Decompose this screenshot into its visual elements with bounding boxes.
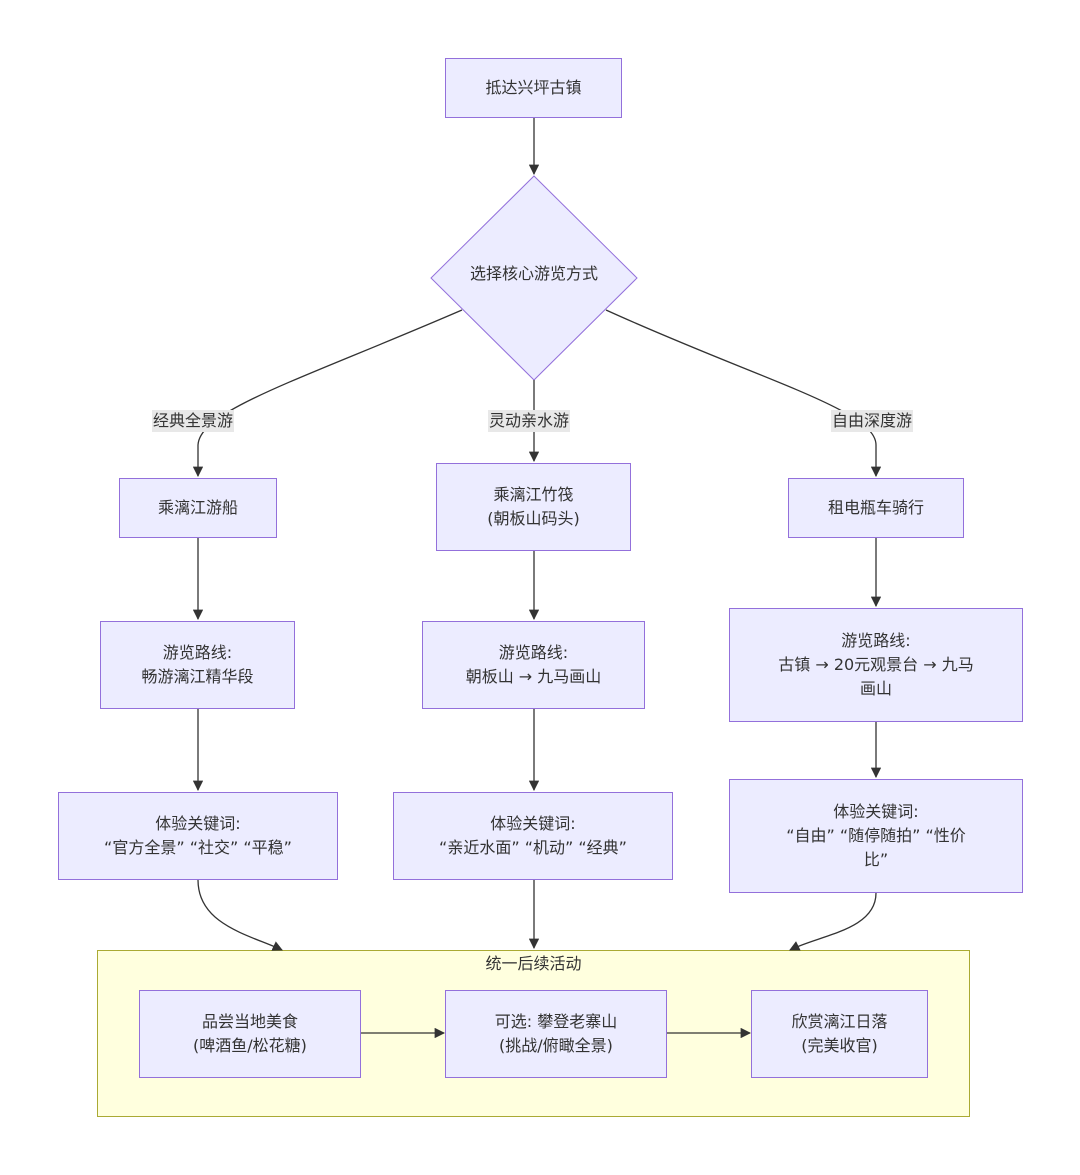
- node-text-line: 体验关键词:: [155, 814, 241, 833]
- node-e-bike: 租电瓶车骑行: [788, 478, 964, 538]
- node-text-line: “官方全景” “社交” “平稳”: [104, 838, 292, 857]
- node-cruise-keywords: 体验关键词: “官方全景” “社交” “平稳”: [58, 792, 338, 880]
- node-text-line: 畅游漓江精华段: [141, 667, 254, 686]
- node-text-line: 乘漓江游船: [157, 498, 238, 517]
- start-node: 抵达兴坪古镇: [445, 58, 622, 118]
- node-text-line: 可选: 攀登老寨山: [494, 1012, 618, 1031]
- node-text-line: 游览路线:: [162, 643, 233, 662]
- start-node-label: 抵达兴坪古镇: [485, 78, 582, 97]
- edge-label-water: 灵动亲水游: [488, 410, 571, 432]
- node-text-line: 朝板山 → 九马画山: [465, 667, 602, 686]
- edge-label-free: 自由深度游: [831, 410, 914, 432]
- node-text-line: 乘漓江竹筏: [493, 485, 574, 504]
- node-text-line: (啤酒鱼/松花糖): [193, 1036, 307, 1055]
- edge-left-3-cluster: [197, 879, 283, 951]
- node-laozhai-hill: 可选: 攀登老寨山 (挑战/俯瞰全景): [445, 990, 667, 1078]
- node-text-line: “自由” “随停随拍” “性价: [786, 826, 966, 845]
- node-sunset: 欣赏漓江日落 (完美收官): [751, 990, 928, 1078]
- cluster-title: 统一后续活动: [485, 954, 582, 973]
- decision-label: 选择核心游览方式: [469, 264, 598, 283]
- node-text-line: (完美收官): [801, 1036, 878, 1055]
- node-local-food: 品尝当地美食 (啤酒鱼/松花糖): [139, 990, 361, 1078]
- node-text-line: 租电瓶车骑行: [827, 498, 924, 517]
- edge-right-3-cluster: [789, 892, 877, 951]
- node-text-line: 游览路线:: [498, 643, 569, 662]
- edge-decision-right: [605, 309, 882, 478]
- edge-label-classic: 经典全景游: [152, 410, 235, 432]
- node-text-line: 欣赏漓江日落: [791, 1012, 888, 1031]
- node-text-line: 古镇 → 20元观景台 → 九马: [778, 655, 974, 674]
- node-text-line: 比”: [863, 850, 889, 869]
- node-text-line: 游览路线:: [841, 631, 911, 650]
- node-bamboo-raft: 乘漓江竹筏 (朝板山码头): [436, 463, 631, 551]
- node-text-line: 体验关键词:: [833, 802, 919, 821]
- node-bike-route: 游览路线: 古镇 → 20元观景台 → 九马 画山: [729, 608, 1023, 722]
- node-text-line: 体验关键词:: [490, 814, 576, 833]
- node-river-cruise: 乘漓江游船: [119, 478, 277, 538]
- node-text-line: “亲近水面” “机动” “经典”: [439, 838, 627, 857]
- node-text-line: 画山: [859, 679, 892, 698]
- node-text-line: (挑战/俯瞰全景): [499, 1036, 613, 1055]
- node-bike-keywords: 体验关键词: “自由” “随停随拍” “性价 比”: [729, 779, 1023, 893]
- node-raft-route: 游览路线: 朝板山 → 九马画山: [422, 621, 645, 709]
- node-text-line: 品尝当地美食: [201, 1012, 298, 1031]
- edge-decision-left: [192, 309, 463, 478]
- node-text-line: (朝板山码头): [487, 509, 580, 528]
- node-cruise-route: 游览路线: 畅游漓江精华段: [100, 621, 295, 709]
- node-raft-keywords: 体验关键词: “亲近水面” “机动” “经典”: [393, 792, 673, 880]
